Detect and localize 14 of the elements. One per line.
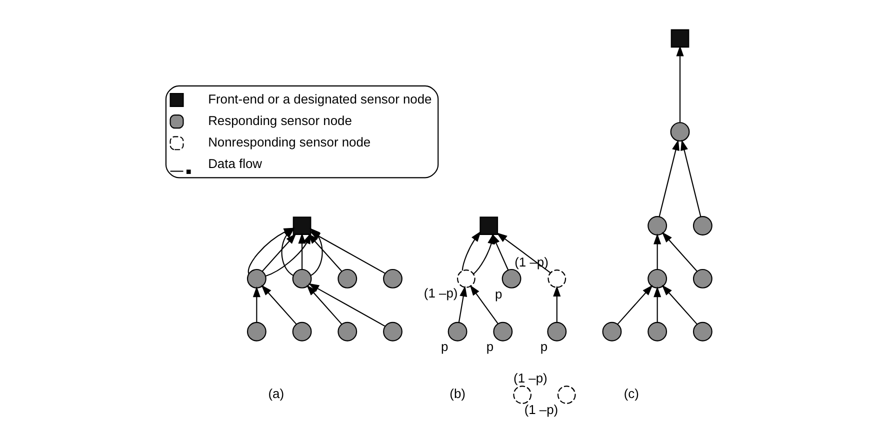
legend-label: Responding sensor node [208,112,352,128]
node-label: p [540,339,548,354]
label: (b) [450,386,466,402]
node-label: p [440,339,448,354]
label: (a) [268,386,284,402]
legend-label: Data flow [208,156,262,172]
node-label: (1 –p) [424,286,458,301]
legend-label: Nonresponding sensor node [208,134,371,150]
node-label: p [486,339,494,354]
legend-label: Front-end or a designated sensor node [208,91,432,106]
label: (c) [624,386,639,402]
node-label: p [494,286,502,302]
node-label: (1 –p) [524,402,558,417]
node-label: (1 –p) [514,370,548,386]
